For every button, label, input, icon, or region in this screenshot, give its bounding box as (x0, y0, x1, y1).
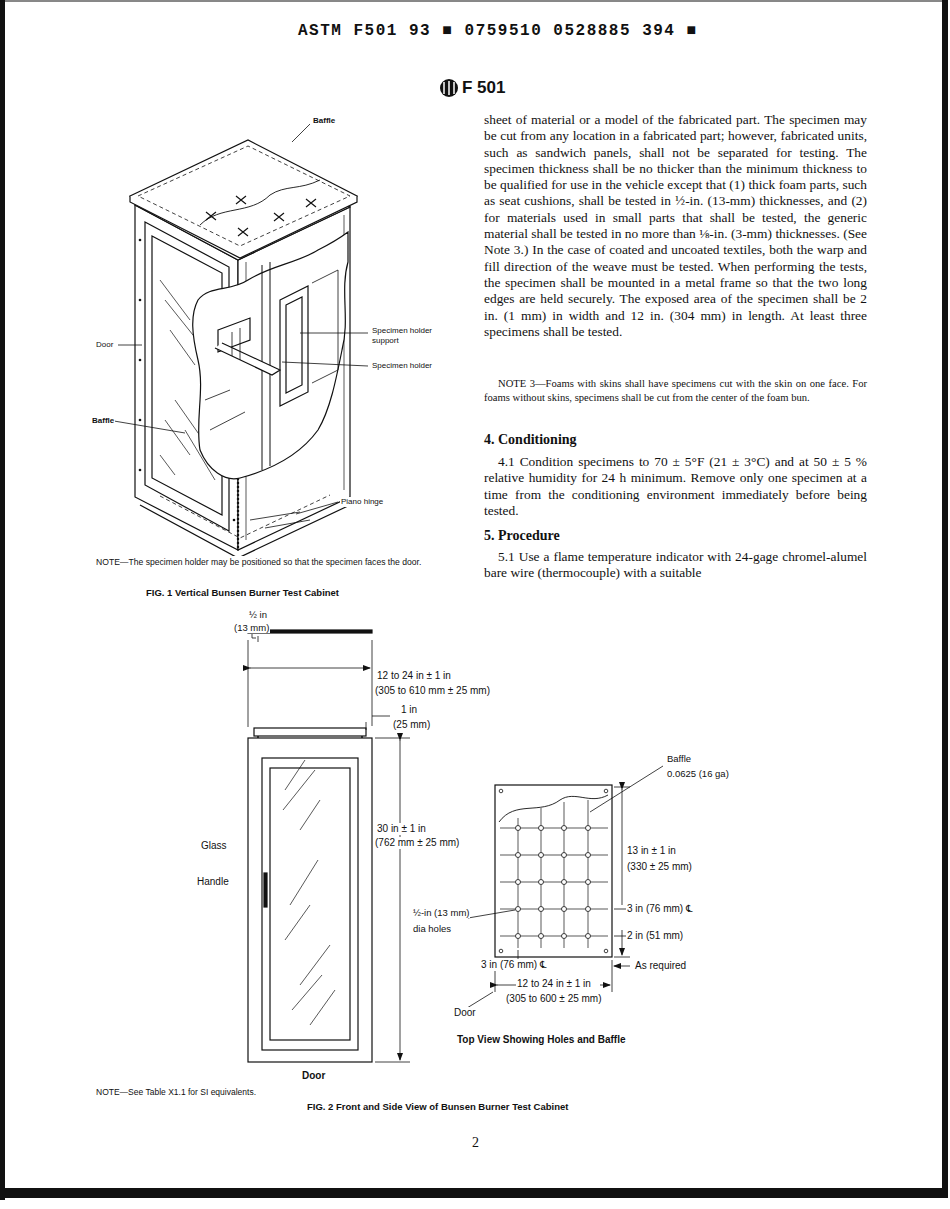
cabinet-top-view (495, 785, 612, 957)
part-label: Specimen holder (371, 361, 433, 371)
part-label: Specimen holder support (371, 326, 435, 345)
page-header: ASTM F501 93 ■ 0759510 0528885 394 ■ (297, 22, 699, 41)
part-label: Baffle (312, 116, 336, 126)
part-label: Handle (196, 876, 230, 888)
section-heading: 4. Conditioning (484, 432, 577, 449)
dimension-label: As required (634, 960, 687, 972)
body-paragraph: 5.1 Use a flame temperature indicator wi… (484, 549, 867, 582)
part-label: Baffle (91, 416, 115, 426)
part-label: Door (301, 1070, 326, 1082)
dimension-label: (305 to 610 mm ± 25 mm) (374, 685, 491, 697)
dimension-label: ½-in (13 mm) (412, 907, 470, 918)
dimension-label: (330 ± 25 mm) (626, 861, 693, 873)
dimension-label: 13 in ± 1 in (626, 845, 677, 857)
page-number: 2 (472, 1135, 479, 1152)
figure-caption: FIG. 1 Vertical Bunsen Burner Test Cabin… (145, 587, 340, 598)
astm-logo (440, 79, 458, 97)
figure-note: NOTE—See Table X1.1 for SI equivalents. (95, 1087, 257, 1097)
part-label: Door (95, 340, 114, 350)
part-label: Glass (200, 840, 228, 852)
cabinet-front-view (248, 630, 372, 1062)
section-heading: 5. Procedure (484, 528, 560, 545)
figure-note: NOTE—The specimen holder may be position… (95, 556, 482, 568)
dimension-label: (305 to 600 ± 25 mm) (505, 993, 603, 1005)
dimension-label: (762 mm ± 25 mm) (374, 837, 460, 849)
body-paragraph: sheet of material or a model of the fabr… (484, 112, 867, 340)
part-label: Door (453, 1007, 477, 1019)
dimension-label: 2 in (51 mm) (626, 930, 684, 942)
dimension-label: 1 in (400, 704, 418, 716)
figure-caption: FIG. 2 Front and Side View of Bunsen Bur… (306, 1101, 569, 1112)
dimension-label: (13 mm) (233, 622, 270, 633)
dimension-label: dia holes (412, 923, 452, 934)
dimension-label: ½ in (248, 609, 268, 620)
cabinet-isometric (130, 140, 357, 558)
leader-lines (114, 124, 368, 514)
part-label: Baffle (666, 753, 692, 764)
dimension-label: 12 to 24 in ± 1 in (516, 978, 592, 990)
part-label: Piano hinge (340, 497, 384, 507)
note-text: NOTE 3—Foams with skins shall have speci… (484, 377, 867, 404)
dimension-label: 30 in ± 1 in (376, 823, 427, 835)
standard-number: F 501 (461, 78, 506, 98)
view-title: Top View Showing Holes and Baffle (456, 1034, 627, 1046)
dimension-label: 3 in (76 mm) ℄ (626, 903, 693, 915)
dimension-label: (25 mm) (392, 719, 431, 731)
body-paragraph: 4.1 Condition specimens to 70 ± 5°F (21 … (484, 454, 867, 519)
dimension-label: 12 to 24 in ± 1 in (376, 670, 452, 682)
dimension-label: 3 in (76 mm) ℄ (480, 959, 547, 971)
part-label: 0.0625 (16 ga) (666, 768, 730, 779)
